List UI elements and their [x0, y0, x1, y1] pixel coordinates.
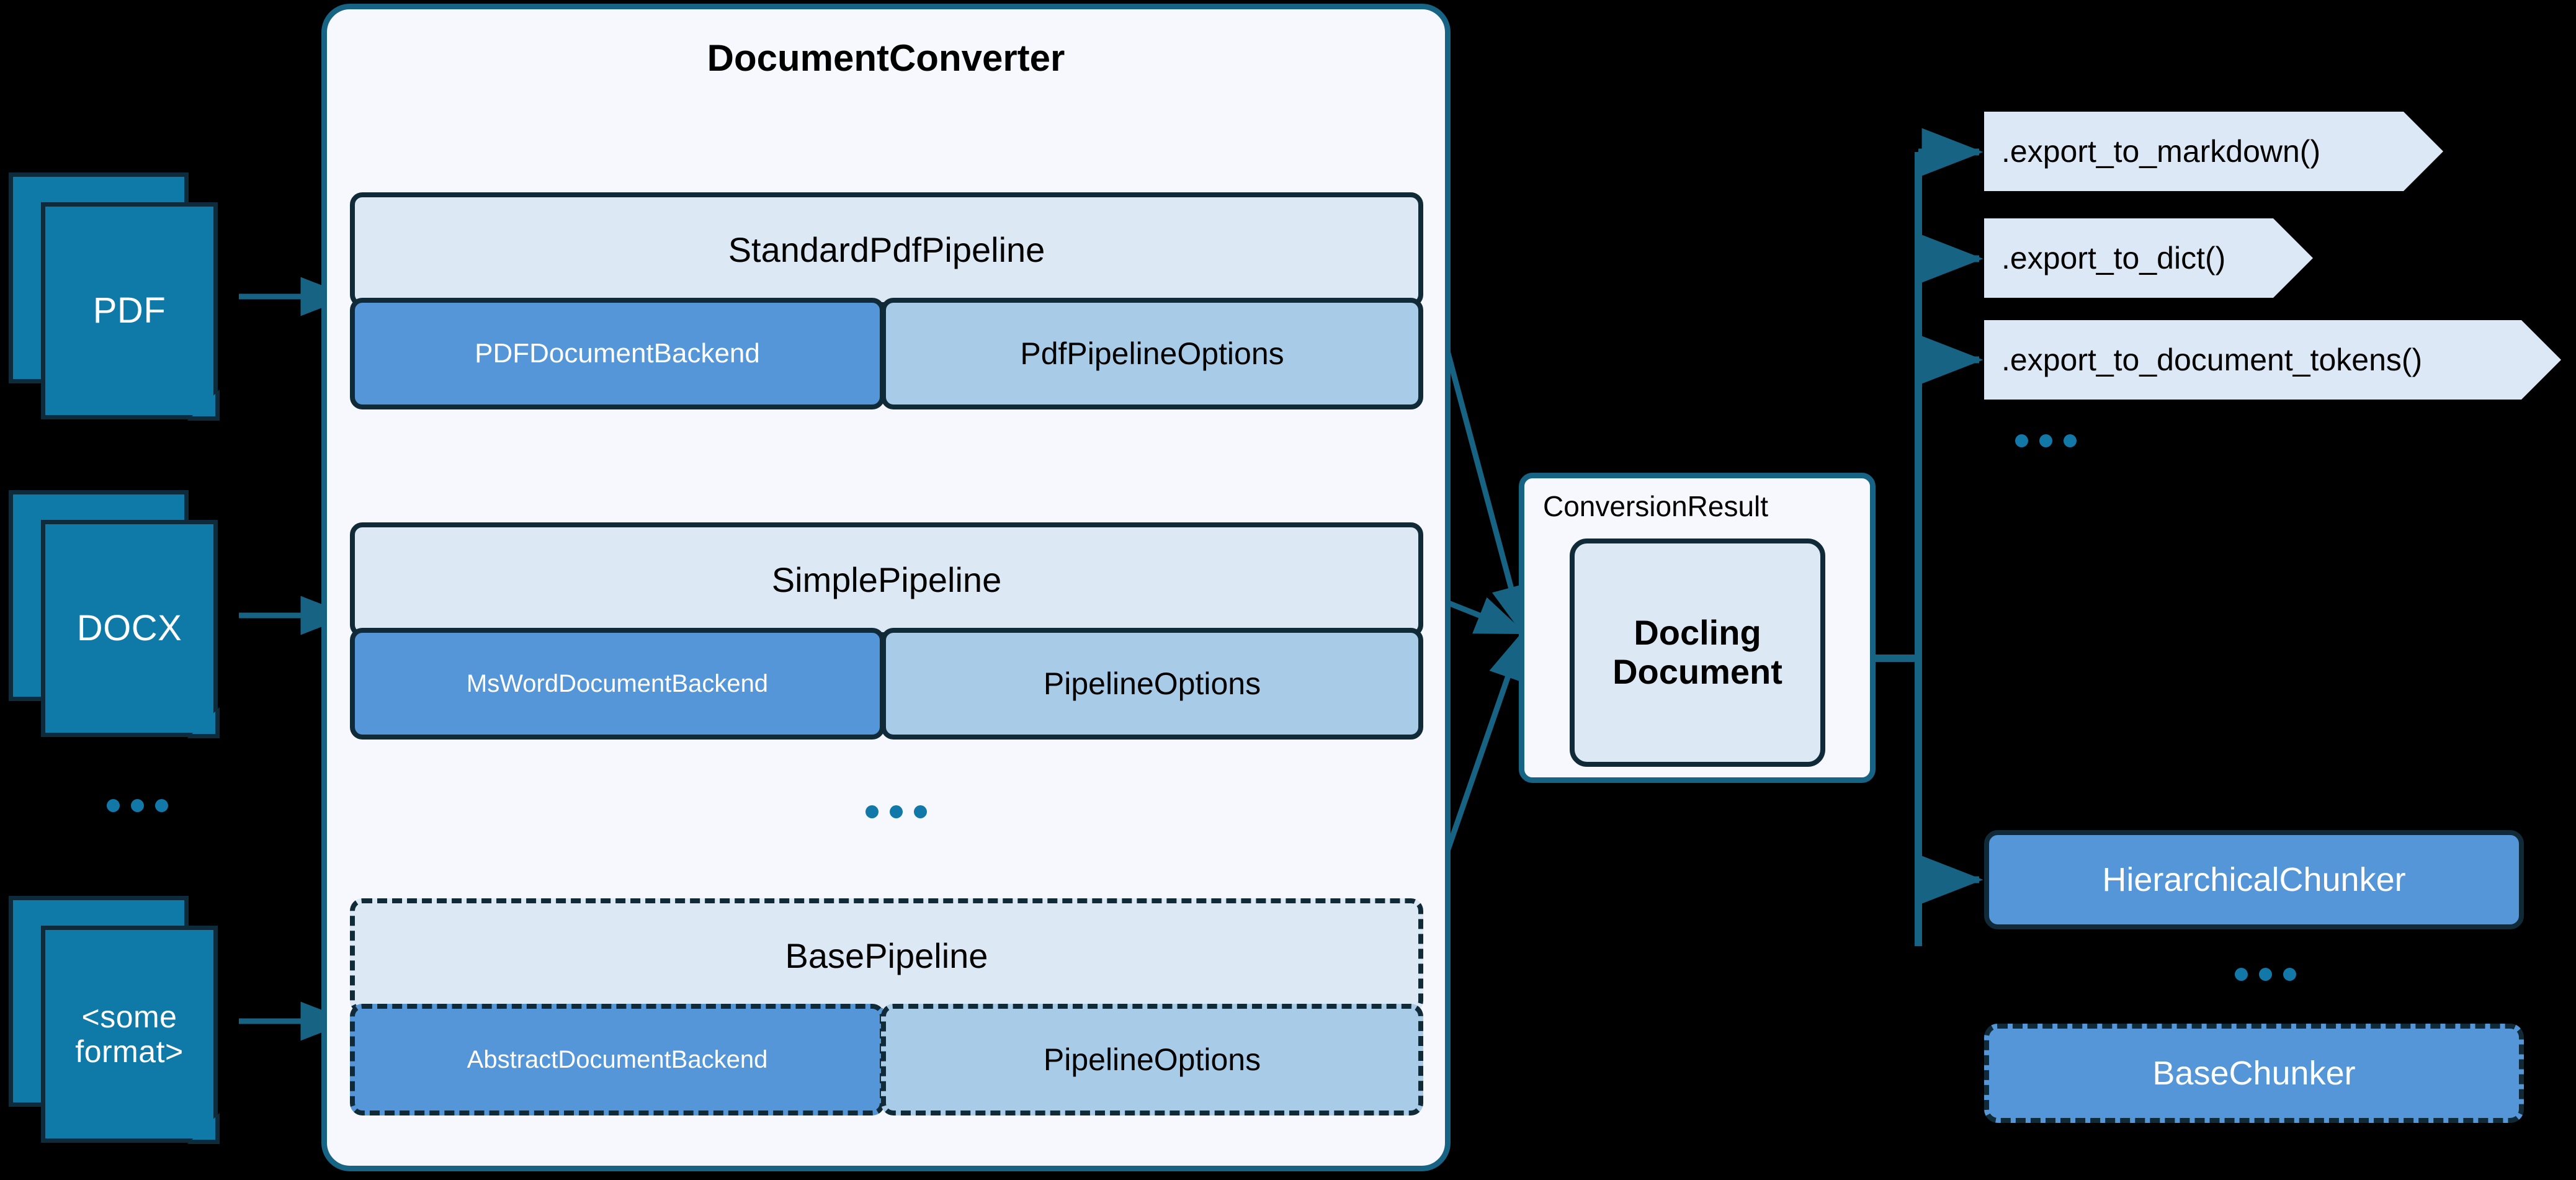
doc-stack-front: DOCX: [41, 520, 218, 737]
export-dict-chevron[interactable]: .export_to_dict(): [1984, 218, 2313, 298]
pipeline-options-label: PipelineOptions: [1043, 666, 1261, 701]
pipeline-group-standardpdf: StandardPdfPipeline PDFDocumentBackend P…: [350, 192, 1423, 409]
dot: [155, 799, 168, 812]
pipeline-options-box[interactable]: PipelineOptions: [881, 628, 1423, 740]
pipeline-name-box[interactable]: SimplePipeline: [350, 522, 1423, 637]
pipeline-backend-box[interactable]: AbstractDocumentBackend: [350, 1004, 885, 1115]
docling-document-line2: Document: [1612, 652, 1782, 691]
dot: [131, 799, 144, 812]
doc-stack-front: PDF: [41, 202, 218, 419]
dot: [914, 805, 927, 818]
pipeline-backend-box[interactable]: PDFDocumentBackend: [350, 298, 885, 409]
pipeline-name-label: StandardPdfPipeline: [728, 230, 1045, 269]
pipeline-group-base: BasePipeline AbstractDocumentBackend Pip…: [350, 898, 1423, 1115]
base-chunker-box[interactable]: BaseChunker: [1984, 1024, 2524, 1123]
dot: [107, 799, 120, 812]
pipeline-options-box[interactable]: PdfPipelineOptions: [881, 298, 1423, 409]
pipeline-name-box[interactable]: StandardPdfPipeline: [350, 192, 1423, 307]
pipeline-options-label: PdfPipelineOptions: [1020, 336, 1284, 371]
input-doc-docx[interactable]: DOCX: [9, 490, 244, 738]
export-tokens-chevron[interactable]: .export_to_document_tokens(): [1984, 320, 2561, 400]
input-doc-label-line2: format>: [75, 1034, 184, 1069]
base-chunker-label: BaseChunker: [2152, 1055, 2356, 1092]
input-doc-someformat[interactable]: <some format>: [9, 896, 244, 1144]
export-markdown-label: .export_to_markdown(): [2001, 134, 2321, 169]
hierarchical-chunker-box[interactable]: HierarchicalChunker: [1984, 830, 2524, 929]
pipeline-options-box[interactable]: PipelineOptions: [881, 1004, 1423, 1115]
docling-document-box[interactable]: Docling Document: [1570, 539, 1825, 767]
page-title: DocumentConverter: [707, 37, 1065, 79]
input-ellipsis: [107, 799, 168, 812]
export-dict-label: .export_to_dict(): [2001, 241, 2226, 275]
input-doc-pdf[interactable]: PDF: [9, 172, 244, 421]
pipeline-group-simple: SimplePipeline MsWordDocumentBackend Pip…: [350, 522, 1423, 740]
dot: [865, 805, 879, 818]
exports-ellipsis: [2015, 434, 2077, 447]
chunkers-ellipsis: [2235, 968, 2296, 981]
docling-document-line1: Docling: [1634, 613, 1761, 653]
input-doc-label: DOCX: [76, 607, 182, 648]
pipeline-backend-label: MsWordDocumentBackend: [466, 669, 769, 697]
pipeline-name-label: SimplePipeline: [771, 560, 1002, 599]
input-doc-label-line1: <some: [81, 999, 177, 1034]
pipeline-name-label: BasePipeline: [785, 936, 988, 975]
dot: [2015, 434, 2028, 447]
dot: [2259, 968, 2272, 981]
pipeline-backend-label: PDFDocumentBackend: [475, 338, 760, 369]
dot: [2235, 968, 2248, 981]
dot: [2283, 968, 2296, 981]
pipeline-options-label: PipelineOptions: [1043, 1042, 1261, 1077]
pipeline-name-box[interactable]: BasePipeline: [350, 898, 1423, 1013]
dot: [2039, 434, 2052, 447]
pipelines-ellipsis: [865, 805, 927, 818]
doc-stack-front: <some format>: [41, 926, 218, 1143]
pipeline-backend-label: AbstractDocumentBackend: [467, 1045, 768, 1073]
hierarchical-chunker-label: HierarchicalChunker: [2102, 861, 2406, 898]
dot: [2064, 434, 2077, 447]
export-tokens-label: .export_to_document_tokens(): [2001, 342, 2423, 377]
dot: [890, 805, 903, 818]
export-markdown-chevron[interactable]: .export_to_markdown(): [1984, 112, 2443, 191]
conversion-result-label: ConversionResult: [1543, 490, 1769, 522]
input-doc-label: PDF: [92, 290, 166, 331]
pipeline-backend-box[interactable]: MsWordDocumentBackend: [350, 628, 885, 740]
